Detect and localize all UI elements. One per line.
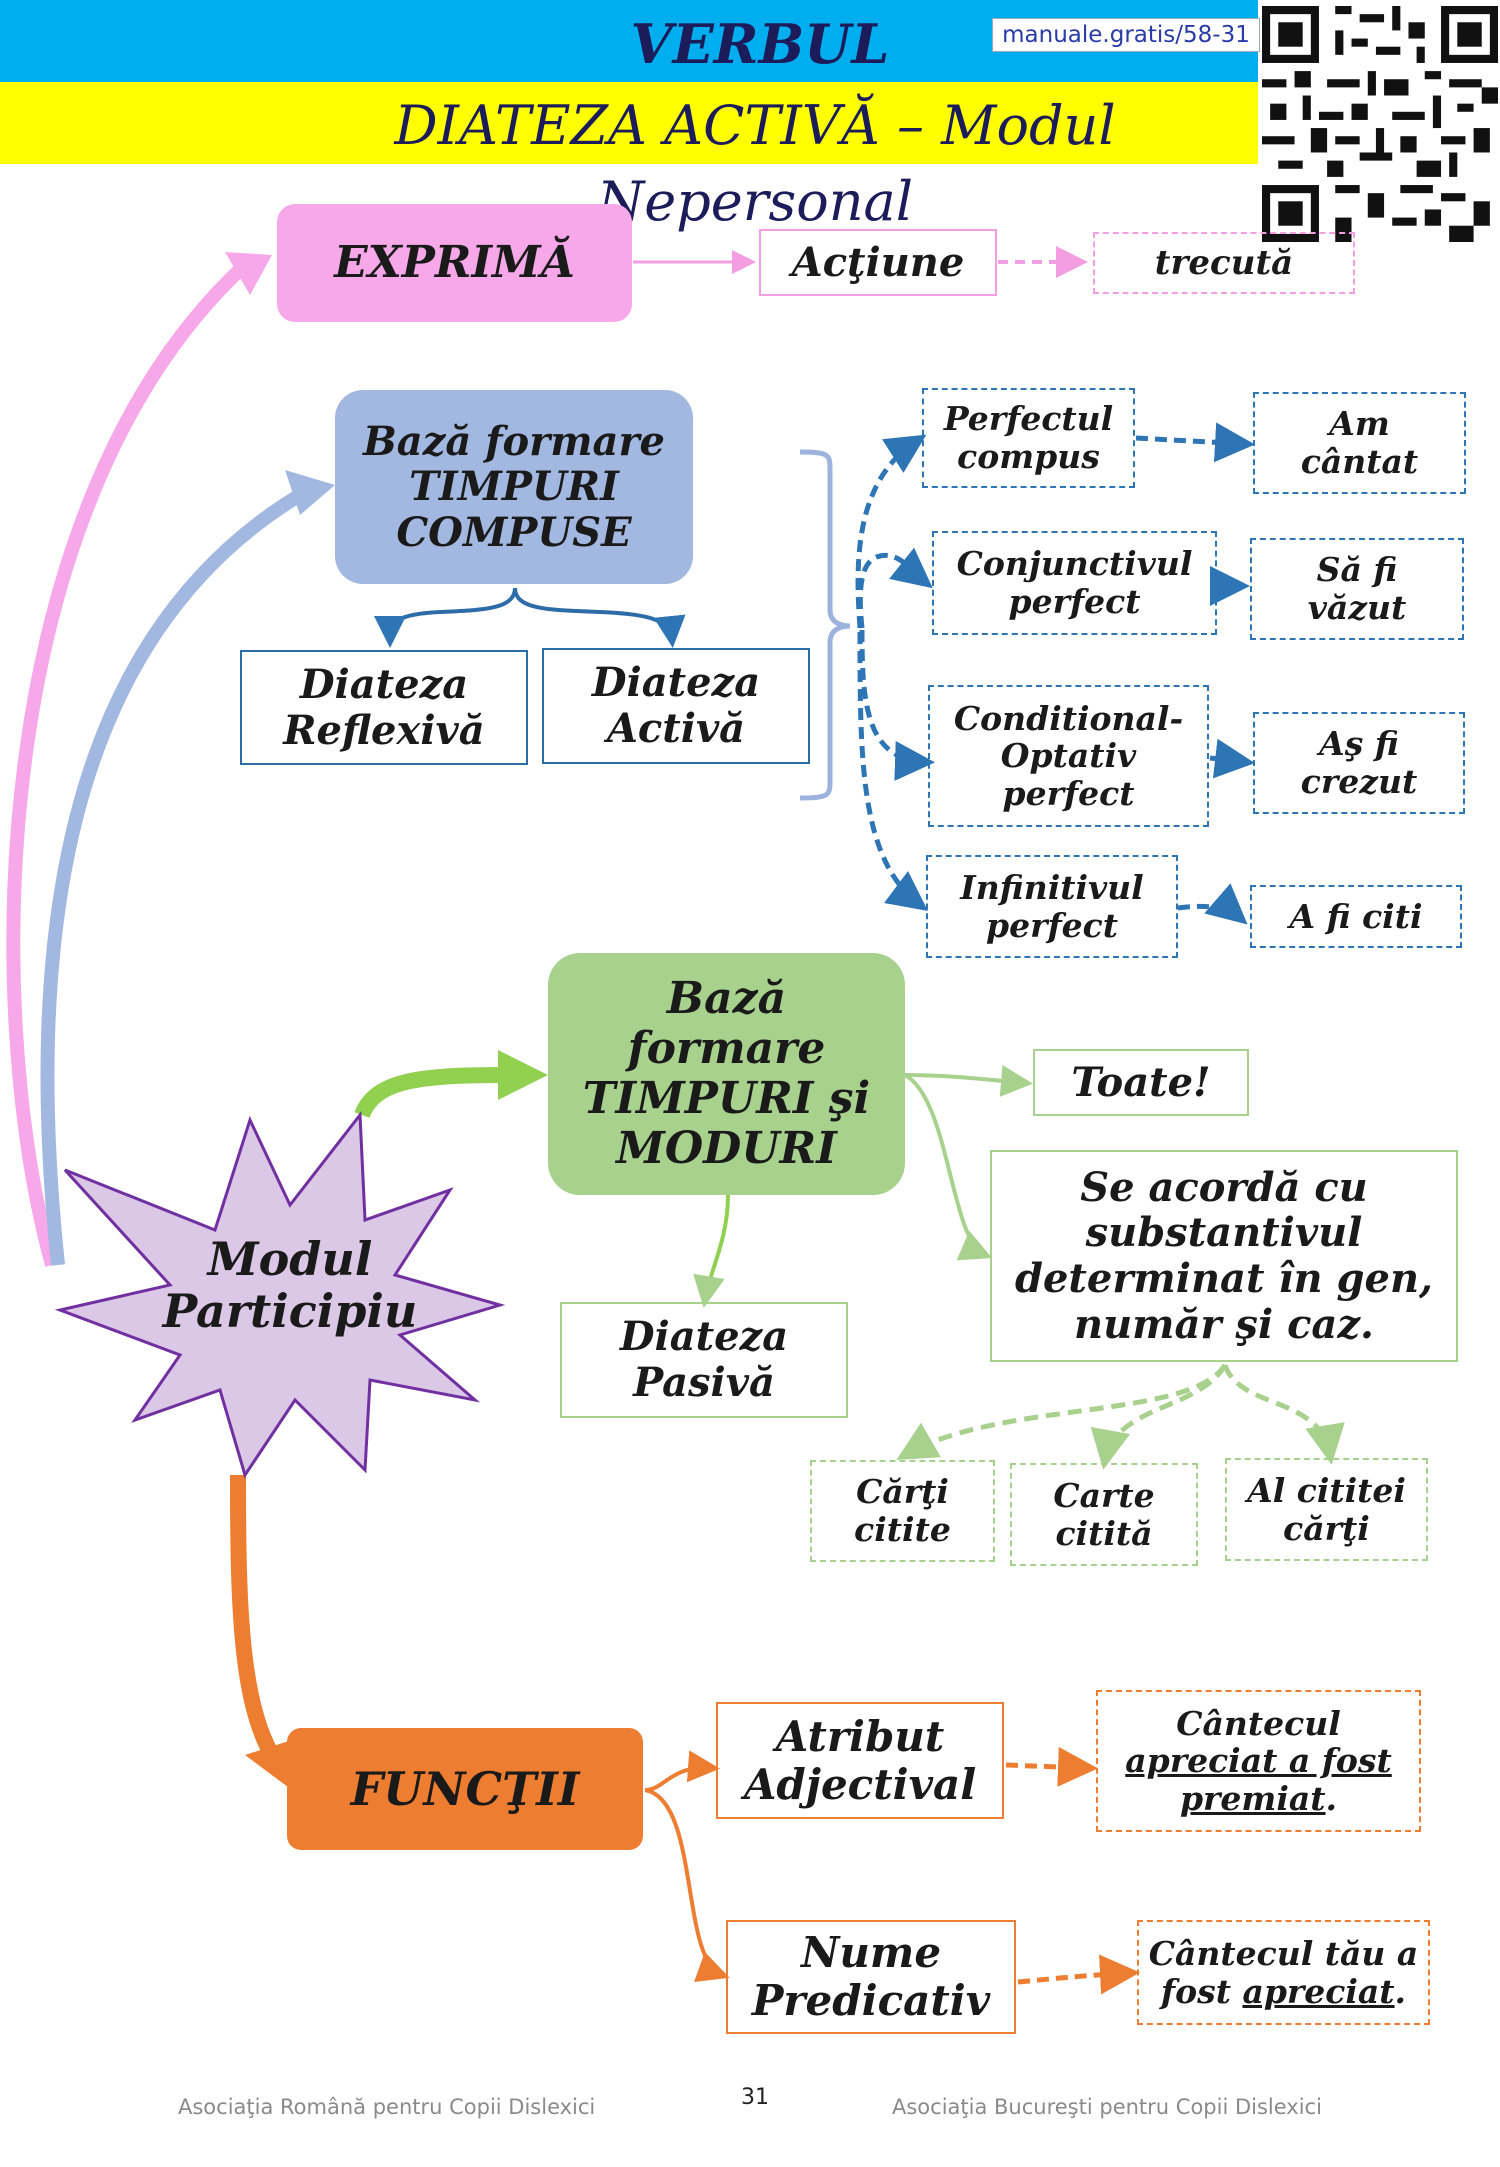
predicative-example-line1: Cântecul tău a — [1148, 1933, 1419, 1973]
example-infinitiv-perfect: A fi citi — [1250, 885, 1462, 948]
example-line2: citite — [854, 1510, 951, 1549]
attribute-example-line1: Cântecul — [1176, 1703, 1341, 1743]
agreement-line3: determinat în gen, — [1015, 1255, 1433, 1302]
tense-name-line2: perfect — [986, 905, 1118, 945]
tense-name-line3: perfect — [1002, 773, 1135, 813]
participle-star-line2: Participiu — [162, 1284, 418, 1338]
reflexive-voice-line1: Diateza — [299, 660, 469, 708]
tenses-moods-line2: formare — [627, 1022, 826, 1074]
header-bar-yellow — [0, 82, 1258, 164]
source-link[interactable]: manuale.gratis/58-31 — [992, 18, 1260, 52]
compound-tenses-line1: Bază formare — [362, 417, 665, 465]
example-line2: văzut — [1307, 588, 1407, 627]
attribute-example-line3: premiat — [1179, 1778, 1326, 1818]
example-line1: Am — [1329, 404, 1390, 444]
footer-left: Asociaţia Română pentru Copii Dislexici — [178, 2095, 596, 2119]
example-line2: citită — [1055, 1513, 1153, 1553]
predicative-example-line2a: fost — [1160, 1971, 1243, 2011]
tense-name-line1: Conjunctivul — [956, 544, 1193, 584]
example-line1: Carte — [1053, 1475, 1155, 1515]
tense-name-line2: perfect — [1008, 582, 1141, 621]
example-line1: Aş fi — [1319, 724, 1399, 764]
example-line2: crezut — [1300, 762, 1418, 801]
functions-box: FUNCŢII — [287, 1728, 643, 1850]
tenses-moods-line3: TIMPURI şi — [582, 1073, 871, 1124]
qr-code-icon — [1262, 6, 1498, 242]
agreement-line2: substantivul — [1085, 1209, 1363, 1257]
agreement-line1: Se acordă cu — [1080, 1163, 1368, 1211]
agreement-line4: număr şi caz. — [1074, 1300, 1374, 1348]
tense-name-line1: Infinitivul — [960, 867, 1144, 907]
compound-tenses-line3: COMPUSE — [396, 508, 632, 556]
example-line1: Al cititei — [1247, 1470, 1406, 1510]
tenses-moods-line4: MODURI — [616, 1123, 837, 1175]
example-line1: Să fi — [1316, 550, 1398, 590]
tense-name-line1: Perfectul — [943, 399, 1114, 439]
predicative-line1: Nume — [800, 1928, 942, 1978]
active-voice-line2: Activă — [606, 705, 746, 752]
compound-tenses-line2: TIMPURI — [409, 463, 619, 511]
exprima-box: EXPRIMĂ — [277, 204, 632, 322]
predicative-example-period: . — [1394, 1971, 1407, 2011]
toate-box: Toate! — [1033, 1049, 1249, 1116]
example-line1: Cărţi — [856, 1472, 949, 1512]
participle-star-line1: Modul — [207, 1231, 373, 1286]
tenses-moods-line1: Bază — [666, 972, 787, 1024]
predicative-line2: Predicativ — [751, 1976, 991, 2025]
attribute-example-period: . — [1325, 1778, 1338, 1818]
page-title: VERBUL — [630, 12, 890, 76]
trecuta-box: trecută — [1093, 232, 1355, 294]
passive-voice-line2: Pasivă — [633, 1359, 775, 1406]
attribute-line1: Atribut — [775, 1711, 945, 1761]
tense-name-line1: Conditional- — [953, 698, 1184, 738]
reflexive-voice-line2: Reflexivă — [283, 706, 485, 754]
actiune-box: Acţiune — [759, 229, 997, 296]
attribute-line2: Adjectival — [743, 1759, 977, 1809]
active-voice-line1: Diateza — [591, 659, 761, 707]
page-number: 31 — [741, 2085, 769, 2110]
tense-name-line2: compus — [957, 437, 1100, 476]
attribute-example-line2: apreciat a fost — [1125, 1741, 1392, 1781]
example-line2: cântat — [1300, 442, 1419, 481]
tense-name-line2: Optativ — [1000, 736, 1137, 776]
example-line2: cărţi — [1283, 1508, 1370, 1548]
passive-voice-line1: Diateza — [619, 1313, 789, 1361]
footer-right: Asociaţia Bucureşti pentru Copii Dislexi… — [892, 2095, 1322, 2119]
page-subtitle: DIATEZA ACTIVĂ – Modul Nepersonal — [394, 94, 1116, 233]
predicative-example-line2b: apreciat — [1242, 1971, 1395, 2011]
participle-star-shape — [55, 1110, 506, 1479]
